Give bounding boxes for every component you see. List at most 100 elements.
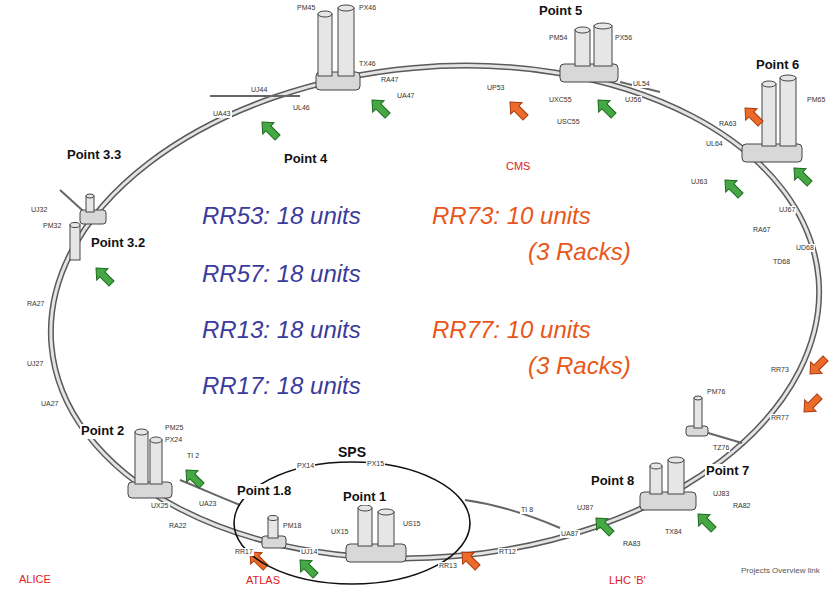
shaft-cylinder — [150, 437, 162, 443]
orange-arrow — [739, 102, 766, 129]
shaft-cylinder — [150, 440, 162, 484]
shaft-cylinder — [86, 194, 94, 198]
ring-outline — [234, 462, 470, 584]
green-arrow — [592, 94, 619, 121]
shaft-cylinder — [594, 26, 612, 66]
shaft-cylinder — [650, 463, 662, 469]
point-label: Point 1.8 — [236, 484, 292, 499]
green-arrow — [719, 174, 746, 201]
tunnel-label: TZ76 — [712, 444, 730, 452]
shaft-cylinder — [378, 512, 394, 546]
tunnel-label: RA83 — [622, 540, 642, 548]
shaft-cylinder — [694, 398, 702, 428]
tunnel-label: UJ27 — [26, 360, 44, 368]
green-arrow — [90, 262, 117, 289]
green-arrow — [692, 508, 719, 535]
tunnel-label: RA67 — [752, 226, 772, 234]
tunnel-label: RR17 — [234, 548, 254, 556]
shaft-cylinder — [318, 11, 332, 17]
tunnel-label: PX24 — [164, 436, 183, 444]
orange-arrow — [798, 391, 825, 418]
tunnel-label: RA63 — [718, 120, 738, 128]
ring-outline — [232, 444, 472, 586]
shaft-cylinder — [135, 429, 148, 435]
ring-tunnel — [30, 34, 832, 589]
shaft-cylinder — [378, 509, 394, 515]
tunnel-label: TI 8 — [520, 506, 534, 514]
tunnel-label: RA27 — [26, 300, 46, 308]
rack-count-blue: RR53: 18 units — [202, 202, 361, 230]
rack-count-blue: RR17: 18 units — [202, 372, 361, 400]
tunnel-label: TI 2 — [186, 452, 200, 460]
experiment-label: ALICE — [18, 573, 52, 586]
tunnel-label: UX25 — [150, 502, 170, 510]
tunnel-label: UJ83 — [712, 490, 730, 498]
ring-tunnel — [30, 34, 832, 589]
tunnel-label: PM18 — [282, 522, 302, 530]
side-tunnel — [60, 82, 742, 528]
shaft-cylinder — [358, 508, 372, 546]
tunnel-label: UL54 — [632, 80, 651, 88]
shaft-cylinder — [650, 466, 662, 494]
shaft-cylinder — [338, 5, 354, 11]
rack-count-blue: RR13: 18 units — [202, 316, 361, 344]
shaft-cylinder — [668, 460, 684, 494]
orange-arrow — [456, 546, 483, 573]
tunnel-label: RT12 — [498, 548, 517, 556]
rack-count-orange: (3 Racks) — [528, 352, 631, 380]
tunnel-label: PM76 — [706, 388, 726, 396]
point-label: Point 3.2 — [90, 236, 146, 251]
orange-arrow — [504, 96, 531, 123]
point-label: Point 6 — [755, 58, 800, 73]
green-arrow — [366, 94, 393, 121]
tunnel-label: PM25 — [164, 424, 184, 432]
experiment-label: ATLAS — [245, 574, 281, 587]
green-arrow — [590, 512, 617, 539]
cavern — [80, 64, 802, 562]
shaft-cylinder — [694, 396, 702, 400]
tunnel-label: RA82 — [732, 502, 752, 510]
sps-ring: SPS — [232, 444, 472, 586]
point-label: Point 4 — [283, 152, 328, 167]
tunnel-label: RR13 — [438, 562, 458, 570]
cavern — [560, 64, 618, 82]
point-label: Point 5 — [538, 4, 583, 19]
shaft-cylinder — [70, 223, 80, 228]
experiment-label: CMS — [505, 160, 531, 173]
side-tunnel — [465, 500, 560, 528]
rack-count-orange: RR73: 10 units — [432, 202, 591, 230]
point-label: Point 7 — [705, 464, 750, 479]
tunnel-label: TX84 — [664, 528, 683, 536]
shaft-cylinder — [780, 75, 796, 81]
ring-tunnel — [30, 34, 832, 589]
tunnel-label: UA23 — [198, 500, 218, 508]
side-tunnel — [210, 95, 300, 97]
tunnel-label: UA27 — [40, 400, 60, 408]
point-label: Point 2 — [80, 424, 125, 439]
cavern — [640, 492, 696, 510]
tunnel-label: UJ44 — [250, 86, 268, 94]
tunnel-label: RR77 — [770, 414, 790, 422]
shaft-cylinder — [70, 5, 796, 546]
tunnel-label: PM65 — [806, 96, 826, 104]
tunnel-label: UJ56 — [624, 96, 642, 104]
tunnel-label: PM54 — [548, 34, 568, 42]
green-arrow — [90, 94, 815, 581]
tunnel-label: UJ87 — [576, 504, 594, 512]
green-arrow — [788, 162, 815, 189]
tunnel-label: TX46 — [358, 60, 377, 68]
cavern — [346, 544, 406, 562]
tunnel-label: RA47 — [380, 76, 400, 84]
shaft-cylinder — [318, 14, 332, 76]
shaft-cylinder — [575, 27, 590, 33]
tunnel-label: UX15 — [330, 528, 350, 536]
tunnel-label: PX46 — [358, 4, 377, 12]
tunnel-label: PX14 — [296, 462, 315, 470]
link-note: Projects Overview link — [740, 566, 821, 575]
green-arrow — [256, 116, 283, 143]
tunnel-label: UL46 — [292, 104, 311, 112]
tunnel-label: UA87 — [560, 530, 580, 538]
shaft-cylinder — [762, 84, 776, 146]
point-label: Point 3.3 — [66, 148, 122, 163]
